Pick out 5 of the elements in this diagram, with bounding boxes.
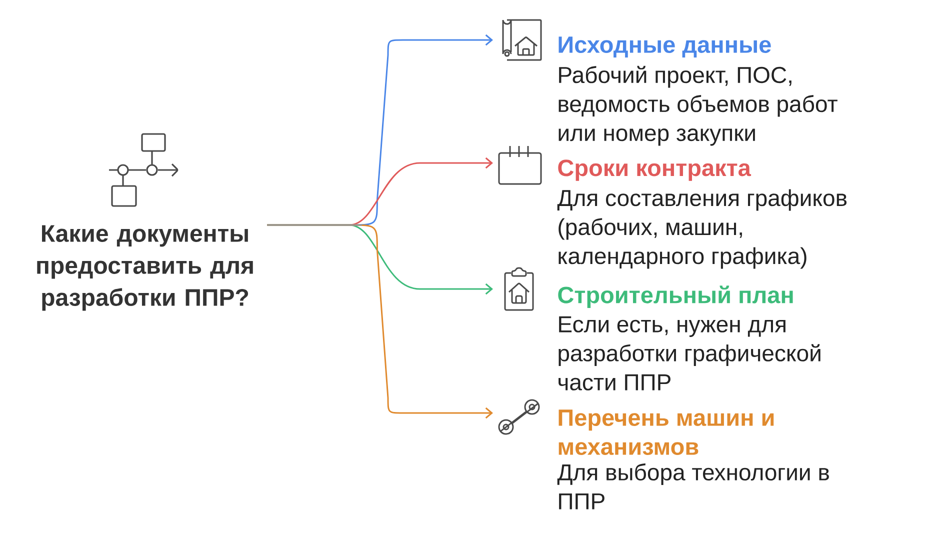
- item-text: Строительный план Если есть, нужен для разработки графической части ППР: [558, 286, 820, 390]
- item-text: Исходные данные Рабочий проект, ПОС, ведомость объемов работ или номер закупки: [558, 36, 838, 146]
- item-text: Перечень машин и механизмов Для выбора технологии в ППР: [557, 410, 829, 510]
- question-text: Какие документы предоставить для разработки ППР?: [37, 225, 253, 311]
- item-text: Сроки контракта Для составления графиков (рабочих, машин, календарного графика): [557, 160, 847, 269]
